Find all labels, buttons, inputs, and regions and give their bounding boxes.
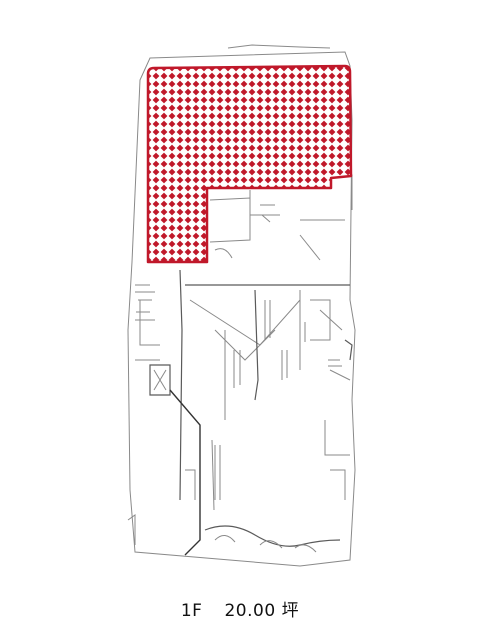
- area-value: 20.00: [224, 601, 276, 621]
- floor-plan-drawing: [127, 44, 356, 567]
- interior-walls: [127, 197, 353, 556]
- annotation-marks: [135, 284, 342, 500]
- area-unit: 坪: [281, 601, 300, 621]
- floor-label: 1F: [180, 601, 203, 621]
- highlighted-area: [146, 64, 353, 264]
